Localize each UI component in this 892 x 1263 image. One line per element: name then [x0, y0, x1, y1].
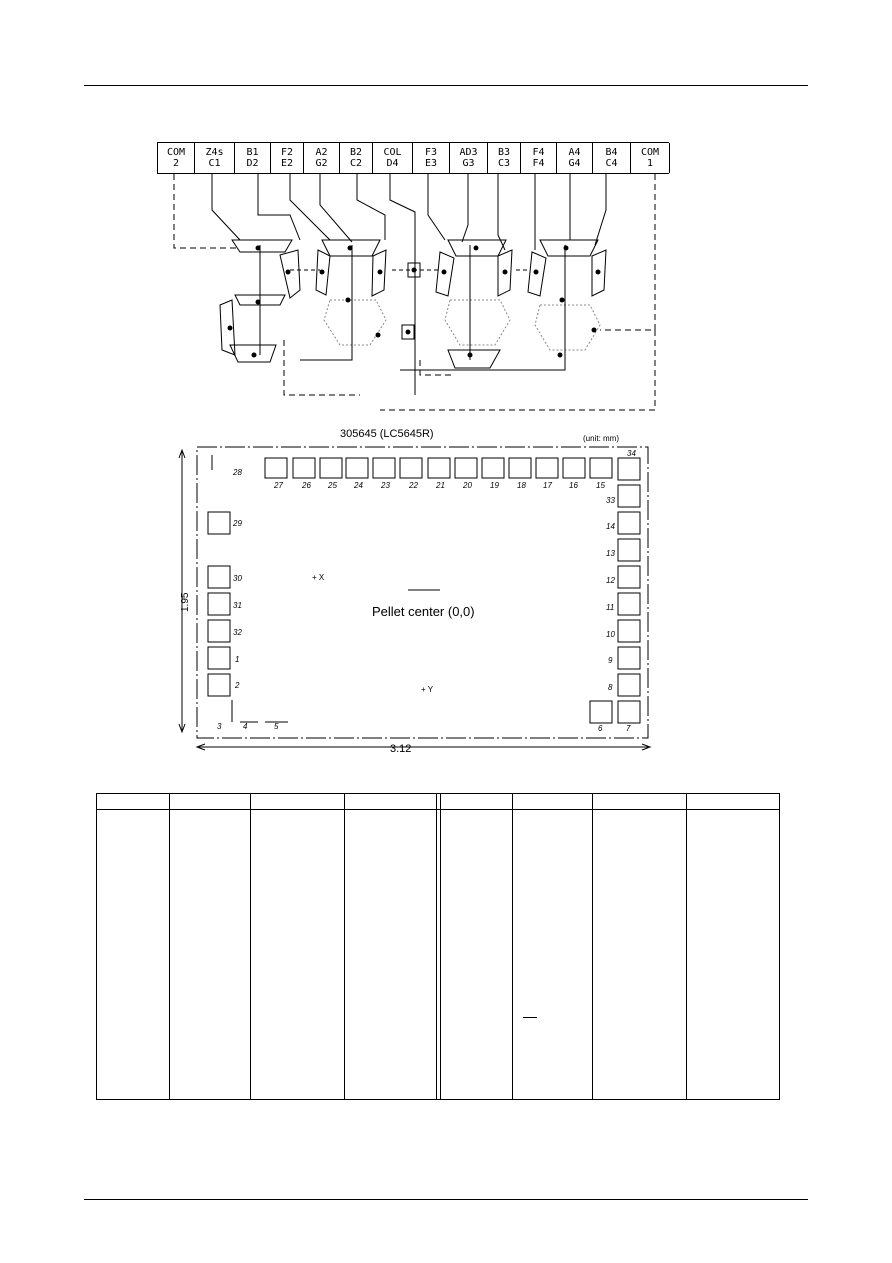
terminal-bottom-label: C1 — [208, 158, 221, 169]
pad-label: 6 — [598, 724, 603, 733]
table-column-rule — [592, 794, 593, 1099]
terminal-top-label: B2 — [349, 147, 363, 158]
terminal-cell: F3 E3 — [413, 143, 450, 173]
pad-label: 24 — [353, 481, 363, 490]
terminal-top-label: B3 — [497, 147, 511, 158]
pad-label: 28 — [232, 468, 242, 477]
x-axis-label: + X — [312, 573, 325, 582]
pad-label: 29 — [232, 519, 242, 528]
terminal-cell: COM 1 — [631, 143, 670, 173]
terminal-cell: B1 D2 — [235, 143, 271, 173]
terminal-bottom-label: C4 — [605, 158, 618, 169]
pin-table — [96, 793, 780, 1100]
overbar-mark — [523, 1017, 537, 1018]
terminal-top-label: COM — [640, 147, 660, 158]
pad-label: 21 — [435, 481, 445, 490]
pad-label: 22 — [408, 481, 418, 490]
header-rule — [84, 85, 808, 86]
y-axis-label: + Y — [421, 685, 434, 694]
pellet-layout: 305645 (LC5645R) (unit: mm) 28 — [178, 428, 652, 755]
terminal-cell: F4 F4 — [521, 143, 557, 173]
pad-label: 5 — [274, 722, 279, 731]
pad-label: 34 — [627, 449, 636, 458]
terminal-top-label: F2 — [280, 147, 294, 158]
terminal-bottom-label: 1 — [646, 158, 654, 169]
terminal-bottom-label: 2 — [172, 158, 180, 169]
terminal-cell: COL D4 — [373, 143, 413, 173]
terminal-cell: AD3 G3 — [450, 143, 488, 173]
pad-label: 10 — [606, 630, 615, 639]
terminal-top-label: A2 — [315, 147, 328, 158]
terminal-top-label: COL — [383, 147, 402, 158]
terminal-top-label: COM — [166, 147, 186, 158]
table-column-rule — [440, 794, 441, 1099]
table-column-rule — [344, 794, 345, 1099]
terminal-top-label: A4 — [568, 147, 581, 158]
terminal-cell: B2 C2 — [340, 143, 373, 173]
terminal-top-label: B1 — [246, 147, 259, 158]
pad-label: 33 — [606, 496, 615, 505]
pad-label: 4 — [243, 722, 248, 731]
pad-label: 32 — [233, 628, 242, 637]
height-dimension: 1.95 — [180, 592, 191, 612]
table-column-rule — [250, 794, 251, 1099]
width-dimension: 3.12 — [390, 743, 411, 755]
terminal-bottom-label: E2 — [280, 158, 294, 169]
terminal-top-label: F3 — [424, 147, 438, 158]
pad-label: 8 — [608, 683, 613, 692]
terminal-bottom-label: G4 — [568, 158, 581, 169]
pellet-center-label: Pellet center (0,0) — [372, 604, 475, 619]
terminal-bottom-label: C3 — [497, 158, 511, 169]
pad-label: 7 — [626, 724, 631, 733]
terminal-bottom-label: G2 — [315, 158, 328, 169]
pad-label: 25 — [327, 481, 337, 490]
pellet-title: 305645 (LC5645R) — [340, 428, 434, 440]
pad-label: 13 — [606, 549, 615, 558]
table-column-rule — [686, 794, 687, 1099]
pad-label: 14 — [606, 522, 615, 531]
pad-label: 11 — [606, 603, 614, 612]
terminal-cell: Z4s C1 — [195, 143, 235, 173]
terminal-bottom-label: F4 — [532, 158, 545, 169]
terminal-bottom-label: D4 — [386, 158, 399, 169]
table-column-rule — [512, 794, 513, 1099]
terminal-bottom-label: E3 — [424, 158, 438, 169]
terminal-bottom-label: G3 — [462, 158, 475, 169]
pad-label: 19 — [490, 481, 499, 490]
pad-label: 31 — [233, 601, 242, 610]
pad-label: 2 — [234, 681, 240, 690]
unit-label: (unit: mm) — [583, 434, 619, 443]
terminal-cell: F2 E2 — [271, 143, 304, 173]
pad-label: 26 — [301, 481, 311, 490]
terminal-top-label: AD3 — [459, 147, 478, 158]
footer-rule — [84, 1199, 808, 1200]
terminal-top-label: B4 — [605, 147, 618, 158]
pad-label: 18 — [517, 481, 526, 490]
terminal-top-label: F4 — [532, 147, 545, 158]
terminal-cell: B3 C3 — [488, 143, 521, 173]
terminal-bottom-label: C2 — [349, 158, 363, 169]
terminal-strip: COM 2 Z4s C1 B1 D2 F2 E2 A2 G2 B2 C2 COL… — [157, 142, 670, 174]
segment-wiring-diagram — [173, 174, 656, 411]
terminal-cell: B4 C4 — [593, 143, 631, 173]
table-column-rule — [169, 794, 170, 1099]
table-header-rule — [97, 809, 779, 810]
table-column-rule — [436, 794, 437, 1099]
pad-label: 15 — [596, 481, 605, 490]
terminal-cell: A4 G4 — [557, 143, 593, 173]
pad-label: 3 — [217, 722, 222, 731]
pad-label: 27 — [273, 481, 283, 490]
terminal-cell: COM 2 — [158, 143, 195, 173]
pad-label: 12 — [606, 576, 615, 585]
pad-label: 16 — [569, 481, 578, 490]
pad-label: 1 — [235, 655, 239, 664]
pad-label: 23 — [380, 481, 390, 490]
terminal-bottom-label: D2 — [246, 158, 259, 169]
pad-label: 30 — [233, 574, 242, 583]
pad-label: 17 — [543, 481, 552, 490]
pad-label: 20 — [462, 481, 472, 490]
terminal-cell: A2 G2 — [304, 143, 340, 173]
terminal-top-label: Z4s — [205, 147, 224, 158]
pad-label: 9 — [608, 656, 613, 665]
